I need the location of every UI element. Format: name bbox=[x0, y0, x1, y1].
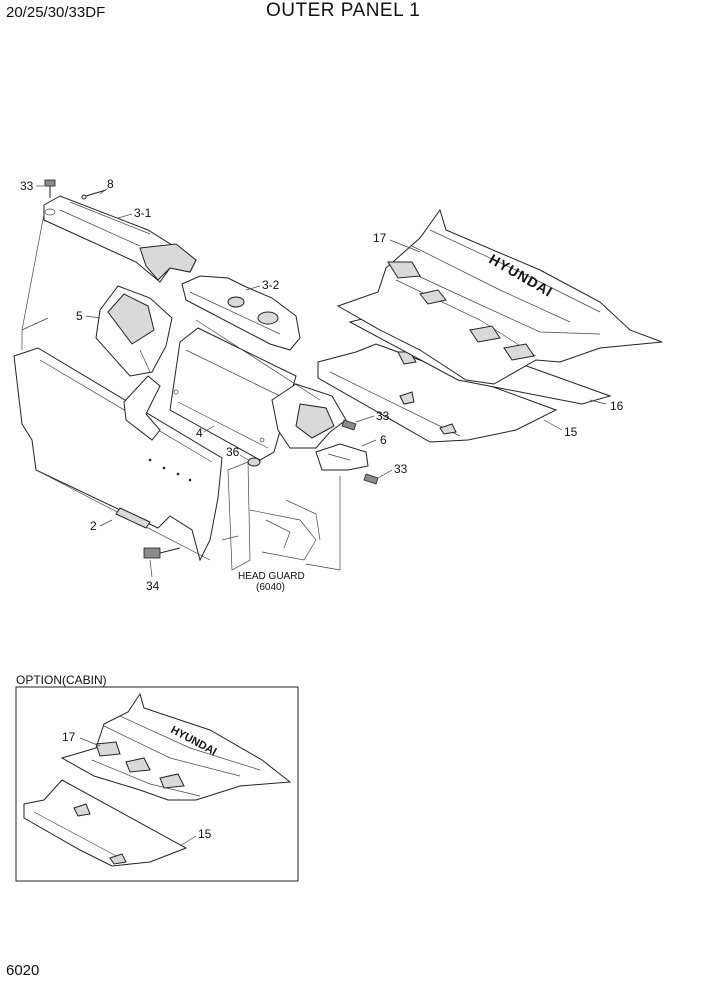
part-5-bracket-panel bbox=[95, 285, 173, 377]
callout-36: 36 bbox=[226, 445, 240, 459]
callout-16: 16 bbox=[610, 399, 624, 413]
part-15-lower-mat bbox=[317, 343, 558, 443]
callout-8: 8 bbox=[107, 177, 114, 191]
callout-4: 4 bbox=[196, 426, 203, 440]
pin-8 bbox=[81, 189, 107, 200]
callout-3-2: 3-2 bbox=[262, 278, 280, 292]
bolt-34 bbox=[143, 547, 181, 559]
model-number: 20/25/30/33DF bbox=[6, 4, 106, 21]
callout-17: 17 bbox=[373, 231, 387, 245]
part-2-rear-panel bbox=[13, 347, 223, 562]
callout-labels: 33 8 3-1 3-2 5 4 36 2 34 33 6 33 17 16 1… bbox=[20, 177, 624, 593]
leader-lines bbox=[21, 185, 607, 578]
head-guard-label: HEAD GUARD bbox=[238, 571, 305, 582]
callout-33-mid: 33 bbox=[376, 409, 390, 423]
part-36-grommet bbox=[247, 457, 261, 467]
callout-33-top: 33 bbox=[20, 179, 34, 193]
page-title: OUTER PANEL 1 bbox=[266, 0, 421, 21]
option-cabin-label: OPTION(CABIN) bbox=[16, 673, 107, 687]
option-callout-15: 15 bbox=[198, 827, 212, 841]
page-number: 6020 bbox=[6, 962, 40, 979]
callout-3-1: 3-1 bbox=[134, 206, 152, 220]
head-guard-code: (6040) bbox=[256, 582, 285, 593]
bolt-33-right-lower bbox=[363, 473, 379, 485]
part-4-center-panel bbox=[169, 327, 297, 461]
head-guard-reference-sketch bbox=[227, 461, 321, 571]
part-3-1-upper-cover bbox=[43, 195, 197, 283]
callout-34: 34 bbox=[146, 579, 160, 593]
bolt-33-top bbox=[44, 179, 56, 198]
callout-5: 5 bbox=[76, 309, 83, 323]
option-callout-17: 17 bbox=[62, 730, 76, 744]
callout-33-low: 33 bbox=[394, 462, 408, 476]
bolt-33-right-upper bbox=[341, 419, 357, 431]
option-cabin-inset: HYUNDAI 17 15 bbox=[15, 686, 299, 882]
callout-2: 2 bbox=[90, 519, 97, 533]
callout-6: 6 bbox=[380, 433, 387, 447]
part-6-side-bracket bbox=[271, 383, 369, 471]
part-3-2-cover bbox=[181, 275, 301, 351]
callout-15: 15 bbox=[564, 425, 578, 439]
